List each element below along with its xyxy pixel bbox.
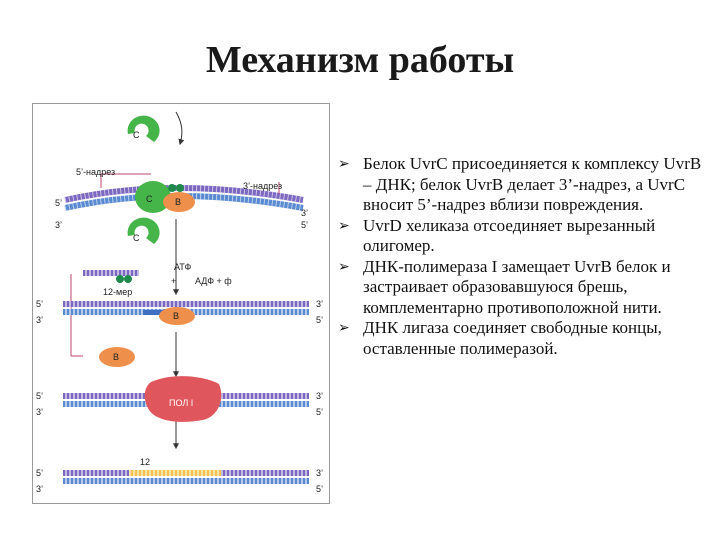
svg-text:C: C [146, 194, 153, 204]
end-label: 3’ [316, 391, 323, 401]
end-label: 3’ [36, 484, 43, 494]
uvrb-protein-icon [159, 307, 195, 325]
protein-c-label: C [133, 130, 140, 140]
end-label: 3’ [301, 208, 308, 218]
bullet-arrow-icon: ➢ [338, 156, 350, 172]
label-adp: АДФ + ф [195, 276, 232, 286]
end-label: 5’ [316, 315, 323, 325]
end-label: 5’ [36, 299, 43, 309]
label-plus: + [171, 276, 176, 286]
end-label: 5’ [55, 198, 62, 208]
slide-title: Механизм работы [205, 39, 515, 81]
end-label: 5’ [316, 484, 323, 494]
svg-text:B: B [173, 311, 179, 321]
pol-label: ПОЛ I [169, 398, 193, 408]
label-5-nick: 5’-надрез [76, 167, 115, 177]
end-label: 3’ [36, 315, 43, 325]
svg-text:C: C [133, 233, 140, 243]
bullet-arrow-icon: ➢ [338, 320, 350, 336]
label-12: 12 [140, 457, 150, 467]
end-label: 3’ [316, 468, 323, 478]
label-12mer: 12-мер [103, 287, 132, 297]
end-label: 3’ [36, 407, 43, 417]
end-label: 3’ [55, 220, 62, 230]
bullet-item: ➢ Белок UvrC присоединяется к комплексу … [338, 154, 710, 216]
bullet-arrow-icon: ➢ [338, 217, 350, 234]
bullet-item: ➢ UvrD хеликаза отсоединяет вырезанный о… [338, 216, 710, 257]
bullet-text: UvrD хеликаза отсоединяет вырезанный оли… [363, 215, 656, 256]
end-label: 5’ [36, 391, 43, 401]
label-atp: АТФ [174, 262, 191, 272]
bullet-item: ➢ ДНК-полимераза I замещает UvrB белок и… [338, 257, 710, 319]
bullet-text: Белок UvrC присоединяется к комплексу Uv… [363, 154, 702, 214]
end-label: 5’ [301, 220, 308, 230]
uvrc-released-icon: C [127, 217, 160, 244]
uvrc-uvrb-complex-icon: C B [135, 181, 195, 213]
bullet-text: ДНК лигаза соединяет свободные концы, ос… [363, 318, 662, 358]
label-3-nick: 3’-надрез [243, 181, 282, 191]
bullet-text: ДНК-полимераза I замещает UvrB белок и з… [363, 256, 671, 317]
bullet-item: ➢ ДНК лигаза соединяет свободные концы, … [338, 318, 710, 359]
end-label: 3’ [316, 299, 323, 309]
polymerase-i-icon [144, 376, 222, 422]
process-arrow [175, 111, 185, 146]
dna-repair-diagram: C 5’-надрез 3’-надрез 5’ 3’ 3’ 5’ C B C … [32, 103, 330, 504]
end-label: 5’ [316, 407, 323, 417]
diagram-svg: C 5’-надрез 3’-надрез 5’ 3’ 3’ 5’ C B C … [36, 111, 323, 494]
end-label: 5’ [36, 468, 43, 478]
svg-text:B: B [175, 197, 181, 207]
uvrb-released-icon [99, 347, 135, 367]
uvrc-protein-icon: C [127, 115, 160, 142]
bullet-list: ➢ Белок UvrC присоединяется к комплексу … [338, 154, 710, 359]
bullet-arrow-icon: ➢ [338, 258, 350, 275]
svg-text:B: B [113, 352, 119, 362]
